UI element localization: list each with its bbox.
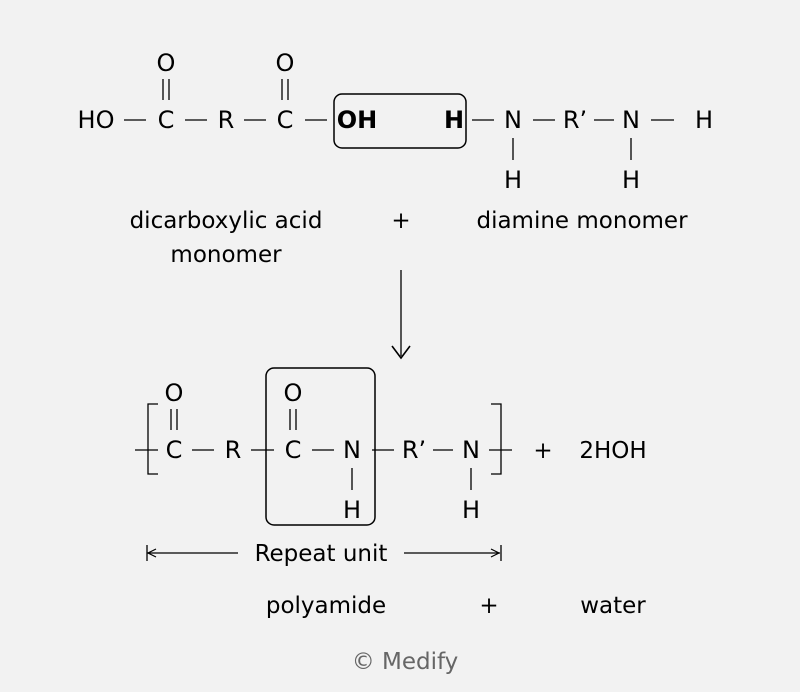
atom-N2: N	[462, 436, 480, 464]
atom-N1: N	[504, 106, 522, 134]
polyamide-structure: C O R C O N H R’ N H	[135, 379, 512, 524]
atom-H-below-N1: H	[343, 496, 361, 524]
eliminated-water-highlight-box	[333, 93, 467, 149]
atom-OH: OH	[337, 106, 378, 134]
atom-C1: C	[158, 106, 175, 134]
atom-HO: HO	[78, 106, 115, 134]
atom-C1: C	[166, 436, 183, 464]
atom-C2: C	[277, 106, 294, 134]
acid-label-line1: dicarboxylic acid	[130, 208, 323, 234]
atom-R-prime: R’	[563, 106, 587, 134]
atom-H-below-N1: H	[504, 166, 522, 194]
product-plus-2: +	[479, 593, 498, 619]
acid-label-line2: monomer	[170, 242, 282, 268]
repeat-unit-dimension	[146, 545, 502, 561]
right-bracket	[491, 403, 502, 475]
atom-H-below-N2: H	[622, 166, 640, 194]
reactant-plus: +	[391, 208, 410, 234]
left-bracket	[147, 403, 158, 475]
atom-O1: O	[165, 379, 184, 407]
copyright-text: © Medify	[352, 649, 459, 675]
atom-H-end: H	[695, 106, 713, 134]
atom-N2: N	[622, 106, 640, 134]
reaction-arrow	[391, 270, 411, 360]
water-formula: 2HOH	[579, 438, 646, 464]
atom-H-below-N2: H	[462, 496, 480, 524]
amide-linkage-highlight-box	[265, 367, 376, 526]
dicarboxylic-acid-structure: HO C O R C O OH	[78, 49, 378, 134]
repeat-unit-label: Repeat unit	[255, 541, 388, 567]
amine-label: diamine monomer	[476, 208, 688, 234]
diamine-structure: H N H R’ N H H	[444, 106, 713, 194]
atom-R-prime: R’	[402, 436, 426, 464]
atom-O2: O	[284, 379, 303, 407]
water-label: water	[580, 593, 646, 619]
product-plus: +	[533, 438, 552, 464]
atom-O2: O	[276, 49, 295, 77]
atom-C2: C	[285, 436, 302, 464]
polyamide-label: polyamide	[266, 593, 386, 619]
atom-O1: O	[157, 49, 176, 77]
atom-R: R	[225, 436, 242, 464]
atom-R: R	[218, 106, 235, 134]
atom-N1: N	[343, 436, 361, 464]
atom-H: H	[444, 106, 464, 134]
